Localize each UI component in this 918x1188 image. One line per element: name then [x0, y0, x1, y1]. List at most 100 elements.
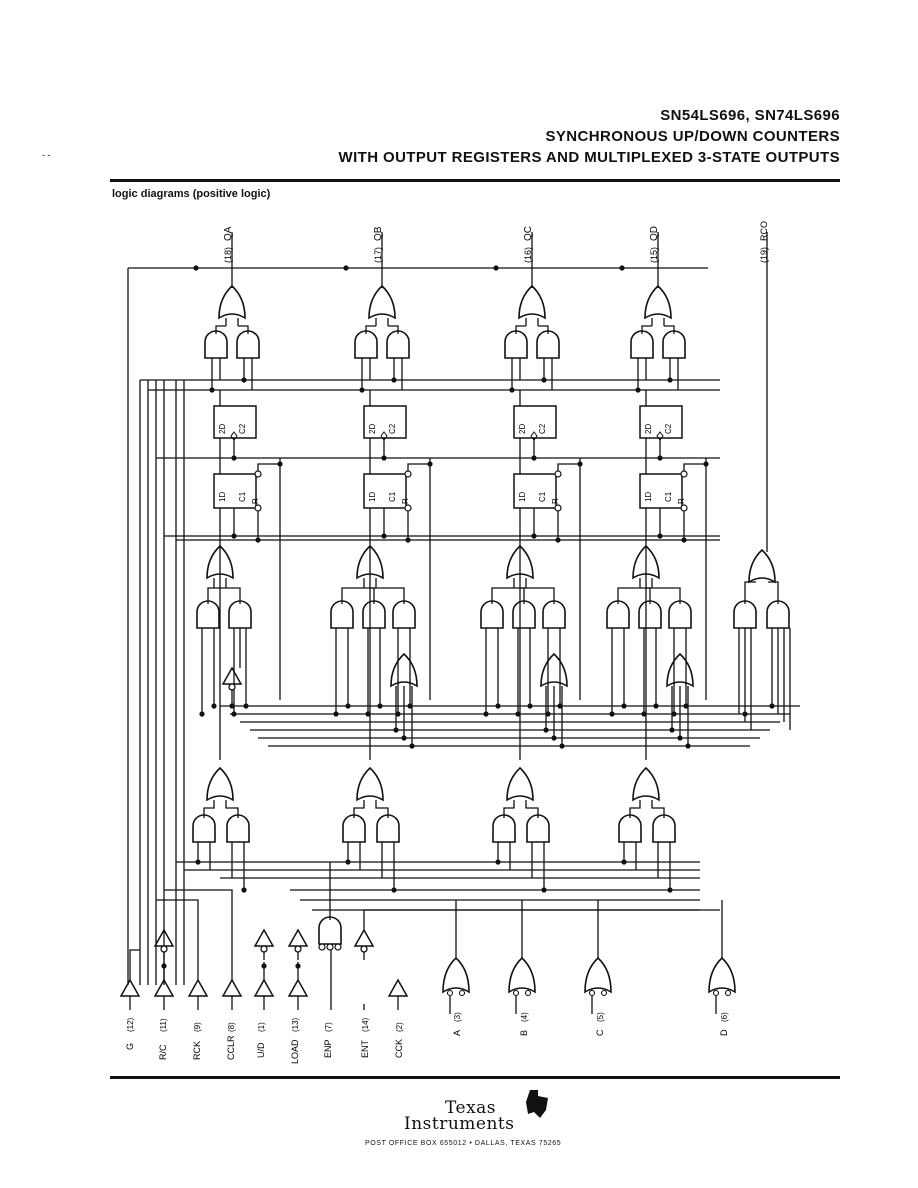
cnt-c-label: C1 — [388, 491, 397, 502]
svg-text:U/D: U/D — [256, 1042, 266, 1058]
junction-dot — [195, 859, 201, 865]
junction-dot — [407, 703, 413, 709]
rco-and-gate-1 — [733, 600, 757, 629]
wire — [375, 800, 389, 818]
wire — [225, 800, 239, 818]
junction-dot — [509, 387, 515, 393]
svg-text:R/C: R/C — [158, 1044, 168, 1060]
input-label-rc: (11) R/C — [158, 1018, 168, 1060]
load-and-gate-d2 — [652, 814, 676, 843]
output-and-gate-c1 — [504, 330, 528, 359]
inversion-bubble — [524, 989, 532, 997]
junction-dot — [401, 735, 407, 741]
svg-text:(1): (1) — [257, 1022, 266, 1032]
reg-d-label: 2D — [644, 424, 653, 434]
output-or-gate-d — [644, 285, 672, 319]
junction-dot — [255, 537, 261, 543]
buffer-cclr — [222, 979, 242, 997]
inversion-bubble — [588, 989, 596, 997]
junction-dot — [405, 537, 411, 543]
buffer-rck — [188, 979, 208, 997]
junction-dot — [641, 711, 647, 717]
svg-text:(7): (7) — [324, 1022, 333, 1032]
svg-text:ENP: ENP — [323, 1039, 333, 1058]
junction-dot — [261, 963, 267, 969]
cnt-d-label: 1D — [368, 492, 377, 502]
svg-text:(19): (19) — [759, 247, 769, 263]
wire — [341, 587, 370, 604]
junction-dot — [667, 377, 673, 383]
svg-text:ENT: ENT — [360, 1039, 370, 1058]
inversion-bubble — [680, 470, 688, 478]
junction-dot — [345, 703, 351, 709]
junction-dot — [211, 703, 217, 709]
junction-dot — [653, 703, 659, 709]
svg-text:QB: QB — [373, 226, 384, 241]
svg-text:QA: QA — [223, 226, 234, 241]
svg-text:(2): (2) — [395, 1022, 404, 1032]
wire — [220, 587, 241, 604]
junction-dot — [742, 711, 748, 717]
junction-dot — [381, 455, 387, 461]
svg-text:C: C — [595, 1029, 605, 1036]
clock-triangle-icon — [530, 431, 538, 441]
counter-flipflop-b — [363, 473, 407, 509]
wire — [768, 581, 779, 604]
data-or-gate-a — [442, 956, 470, 994]
svg-text:(4): (4) — [520, 1012, 529, 1022]
output-label-rco: (19) RCO — [759, 221, 769, 263]
reg-c-label: C2 — [388, 423, 397, 434]
load-or-gate-a — [206, 767, 234, 801]
svg-text:QC: QC — [523, 226, 534, 241]
junction-dot — [359, 387, 365, 393]
junction-dot — [531, 533, 537, 539]
header-line-2: SYNCHRONOUS UP/DOWN COUNTERS — [545, 128, 840, 145]
input-label-a: (3) A — [452, 1012, 462, 1036]
cnt-r-label: R — [401, 498, 410, 504]
clock-triangle-icon — [380, 431, 388, 441]
junction-dot — [527, 703, 533, 709]
input-label-ent: (14) ENT — [360, 1017, 370, 1058]
input-label-enp: (7) ENP — [323, 1022, 333, 1058]
svg-text:G: G — [125, 1043, 135, 1050]
svg-text:RCK: RCK — [192, 1041, 202, 1060]
svg-text:D: D — [719, 1029, 729, 1036]
svg-text:CCLR: CCLR — [226, 1035, 236, 1060]
section-title: logic diagrams (positive logic) — [112, 188, 271, 200]
svg-text:(18): (18) — [223, 247, 233, 263]
counter-and-gate-c3 — [542, 600, 566, 629]
junction-dot — [241, 377, 247, 383]
counter-and-gate-d3 — [668, 600, 692, 629]
junction-dot — [541, 377, 547, 383]
junction-dot — [193, 265, 199, 271]
junction-dot — [377, 703, 383, 709]
inversion-bubble — [318, 943, 326, 951]
junction-dot — [683, 703, 689, 709]
load-and-gate-b1 — [342, 814, 366, 843]
data-or-gate-b — [508, 956, 536, 994]
wire — [629, 800, 641, 818]
wire — [353, 800, 365, 818]
output-and-gate-d1 — [630, 330, 654, 359]
data-or-gate-d — [708, 956, 736, 994]
carry-or-gate-b — [390, 653, 418, 687]
junction-dot — [619, 265, 625, 271]
cnt-r-label: R — [251, 498, 260, 504]
output-label-qb: (17) QB — [373, 226, 384, 263]
inversion-bubble — [334, 943, 342, 951]
inversion-bubble — [680, 504, 688, 512]
output-and-gate-b2 — [386, 330, 410, 359]
svg-text:(15): (15) — [649, 247, 659, 263]
inversion-bubble — [326, 943, 334, 951]
cnt-r-label: R — [551, 498, 560, 504]
junction-dot — [621, 703, 627, 709]
logo-instruments: Instruments — [404, 1114, 515, 1134]
wire — [646, 587, 681, 604]
wire — [617, 587, 646, 604]
wire — [491, 587, 520, 604]
input-label-cck: (2) CCK — [394, 1022, 404, 1058]
output-label-qd: (15) QD — [649, 226, 660, 263]
junction-dot — [669, 727, 675, 733]
output-and-gate-d2 — [662, 330, 686, 359]
